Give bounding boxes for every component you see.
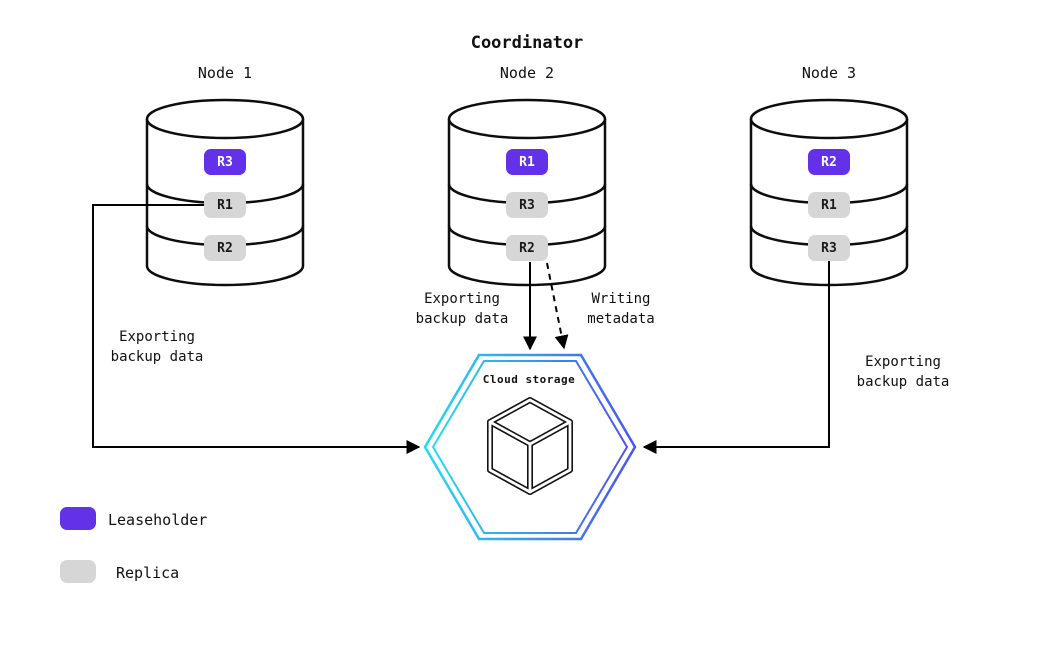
node1-replica-badge: R2 <box>204 235 246 261</box>
cloud-storage-label: Cloud storage <box>482 373 576 386</box>
arrow-node3-to-cloud <box>642 261 830 454</box>
node1-replica-badge-leaseholder: R3 <box>204 149 246 175</box>
arrow-node1-to-cloud <box>92 204 421 454</box>
cloud-storage-hexagon <box>423 353 637 541</box>
legend-leaseholder-label: Leaseholder <box>108 511 208 529</box>
node2-label: Node 2 <box>499 64 555 82</box>
node1-label: Node 1 <box>197 64 253 82</box>
node2-replica-badge-leaseholder: R1 <box>506 149 548 175</box>
node2-metadata-label: Writing metadata <box>587 291 655 327</box>
node3-export-label: Exporting backup data <box>856 354 950 390</box>
arrow-node2-metadata-dashed <box>546 262 569 350</box>
node2-export-label: Exporting backup data <box>415 291 509 327</box>
node3-label: Node 3 <box>801 64 857 82</box>
node3-replica-badge: R3 <box>808 235 850 261</box>
node3-replica-badge: R1 <box>808 192 850 218</box>
node1-replica-badge: R1 <box>204 192 246 218</box>
legend-replica-swatch <box>60 560 96 583</box>
node3-replica-badge-leaseholder: R2 <box>808 149 850 175</box>
cube-icon <box>487 397 573 495</box>
legend-leaseholder-swatch <box>60 507 96 530</box>
node1-export-label: Exporting backup data <box>110 329 204 365</box>
node2-replica-badge: R3 <box>506 192 548 218</box>
node2-replica-badge: R2 <box>506 235 548 261</box>
diagram-title: Coordinator <box>470 33 584 53</box>
legend-replica-label: Replica <box>116 564 180 582</box>
